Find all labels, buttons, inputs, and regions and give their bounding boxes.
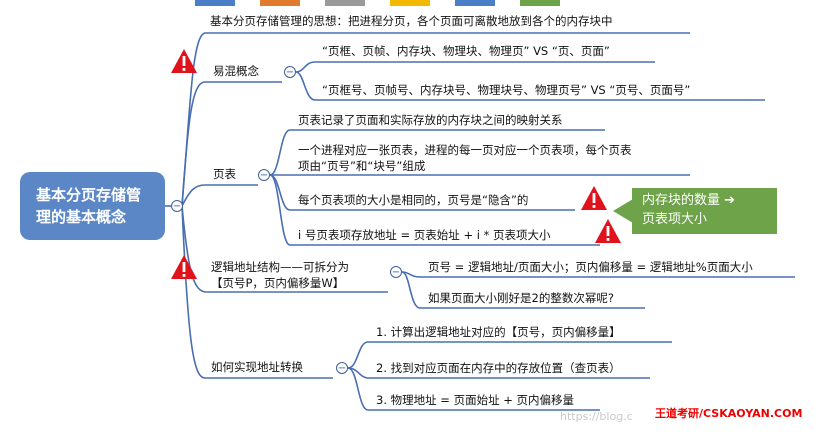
logical-node-line2[interactable]: 【页号P，页内偏移量W】 <box>211 276 345 290</box>
top-tab-2 <box>260 0 300 6</box>
convert-collapse-toggle[interactable]: − <box>336 362 348 374</box>
root-collapse-toggle[interactable]: − <box>171 200 183 212</box>
idea-node[interactable]: 基本分页存储管理的思想：把进程分页，各个页面可离散地放到各个的内存块中 <box>210 14 613 28</box>
callout-line2: 页表项大小 <box>642 212 708 227</box>
convert-item-2[interactable]: 2. 找到对应页面在内存中的存放位置（查页表） <box>376 361 621 375</box>
pagetable-item-2-line2[interactable]: 项由“页号”和“块号”组成 <box>298 159 426 173</box>
pagetable-item-2-line1[interactable]: 一个进程对应一张页表，进程的每一页对应一个页表项，每个页表 <box>298 143 632 157</box>
convert-item-1[interactable]: 1. 计算出逻辑地址对应的【页号，页内偏移量】 <box>376 325 621 339</box>
root-title-line1: 基本分页存储管 <box>36 186 142 204</box>
top-tab-1 <box>195 0 235 6</box>
callout-line1: 内存块的数量 ➔ <box>642 193 736 208</box>
warning-icon <box>171 49 197 73</box>
watermark-brand: 王道考研/CSKAOYAN.COM <box>655 407 803 420</box>
pagetable-node[interactable]: 页表 <box>213 167 236 181</box>
confuse-item-1[interactable]: “页框、页帧、内存块、物理块、物理页” VS “页、页面” <box>322 44 610 58</box>
top-tab-3 <box>325 0 365 6</box>
pagetable-collapse-toggle[interactable]: − <box>258 169 270 181</box>
logical-collapse-toggle[interactable]: − <box>390 266 402 278</box>
logical-item-2[interactable]: 如果页面大小刚好是2的整数次幂呢? <box>428 291 614 305</box>
logical-node-line1[interactable]: 逻辑地址结构——可拆分为 <box>211 260 349 274</box>
warning-icon <box>595 219 621 243</box>
convert-node[interactable]: 如何实现地址转换 <box>211 360 303 374</box>
logical-item-1[interactable]: 页号 = 逻辑地址/页面大小；页内偏移量 = 逻辑地址%页面大小 <box>428 260 753 274</box>
top-tab-4 <box>390 0 430 6</box>
confuse-collapse-toggle[interactable]: − <box>284 66 296 78</box>
convert-item-3[interactable]: 3. 物理地址 = 页面始址 + 页内偏移量 <box>376 393 575 407</box>
root-title-line2: 理的基本概念 <box>36 208 127 226</box>
root-node[interactable]: 基本分页存储管 理的基本概念 <box>20 172 165 240</box>
pagetable-item-3[interactable]: 每个页表项的大小是相同的，页号是“隐含”的 <box>298 193 529 207</box>
top-tab-6 <box>520 0 560 6</box>
warning-icon <box>171 255 197 279</box>
confuse-node[interactable]: 易混概念 <box>213 64 259 78</box>
top-tab-5 <box>455 0 495 6</box>
warning-icon <box>581 186 607 210</box>
confuse-item-2[interactable]: “页框号、页帧号、内存块号、物理块号、物理页号” VS “页号、页面号” <box>322 83 691 97</box>
pagetable-item-1[interactable]: 页表记录了页面和实际存放的内存块之间的映射关系 <box>298 113 563 127</box>
watermark-url: https://blog.c <box>560 410 633 423</box>
callout-note: 内存块的数量 ➔ 页表项大小 <box>632 188 777 234</box>
pagetable-item-4[interactable]: i 号页表项存放地址 = 页表始址 + i * 页表项大小 <box>298 228 551 242</box>
callout-pointer <box>613 199 633 223</box>
